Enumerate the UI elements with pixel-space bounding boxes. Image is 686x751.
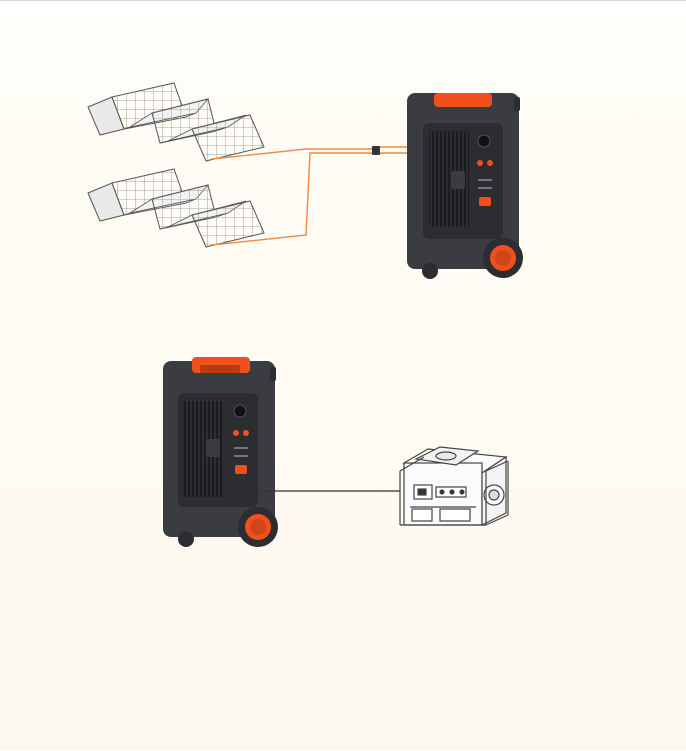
solar-panel-array-bottom	[87, 168, 265, 248]
solar-input-port-1	[477, 160, 483, 166]
solar-input-port-2	[487, 160, 493, 166]
ac-input-port	[477, 134, 491, 148]
generator-input-port	[479, 197, 491, 206]
power-station-secondary	[163, 357, 278, 547]
solar-panel-array-top	[87, 82, 265, 162]
portable-generator	[399, 446, 509, 526]
solar-input-port-2	[243, 430, 249, 436]
ac-input-port	[233, 404, 247, 418]
cable-connector	[372, 146, 380, 155]
solar-input-port-1	[233, 430, 239, 436]
generator-cable	[237, 473, 400, 492]
power-station-main	[407, 93, 523, 279]
generator-input-port	[235, 465, 247, 474]
